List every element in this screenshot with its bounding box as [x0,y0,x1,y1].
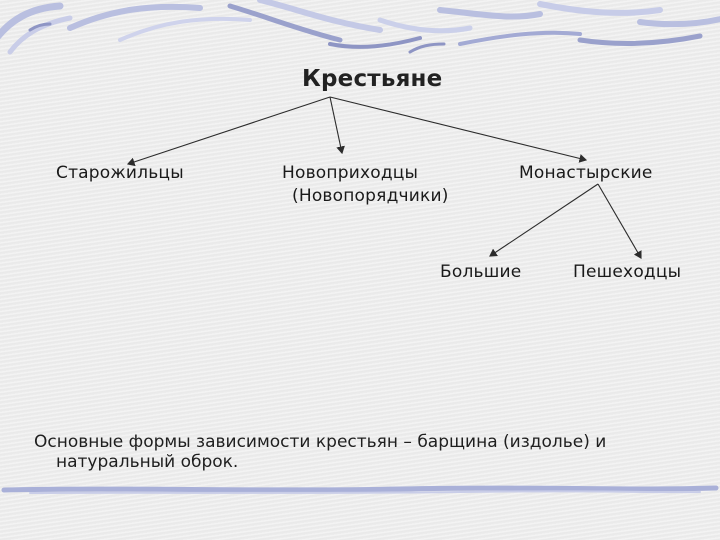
footnote-line-2: натуральный оброк. [56,452,239,472]
connector-root-monastyrskie [329,96,588,163]
connector-root-starozhiltsy [126,96,331,167]
node-root: Крестьяне [302,66,443,92]
connector-monastyrskie-bolshie [489,183,599,257]
node-monastyrskie: Монастырские [519,163,653,183]
node-bolshie: Большие [440,262,522,282]
node-starozhiltsy: Старожильцы [56,163,184,183]
node-novoprihodtsy-sublabel: (Новопорядчики) [292,186,449,206]
connector-root-novoprihodtsy [329,96,345,155]
node-novoprihodtsy: Новоприходцы (Новопорядчики) [282,163,449,206]
decorative-top-band [0,0,720,55]
footnote-line-1: Основные формы зависимости крестьян – ба… [34,432,607,452]
node-peshehodtsy: Пешеходцы [573,262,682,282]
decorative-bottom-rule [1,485,719,494]
footnote-text: Основные формы зависимости крестьян – ба… [34,432,654,472]
node-novoprihodtsy-label: Новоприходцы [282,163,419,183]
connector-monastyrskie-peshehodtsy [597,183,642,259]
